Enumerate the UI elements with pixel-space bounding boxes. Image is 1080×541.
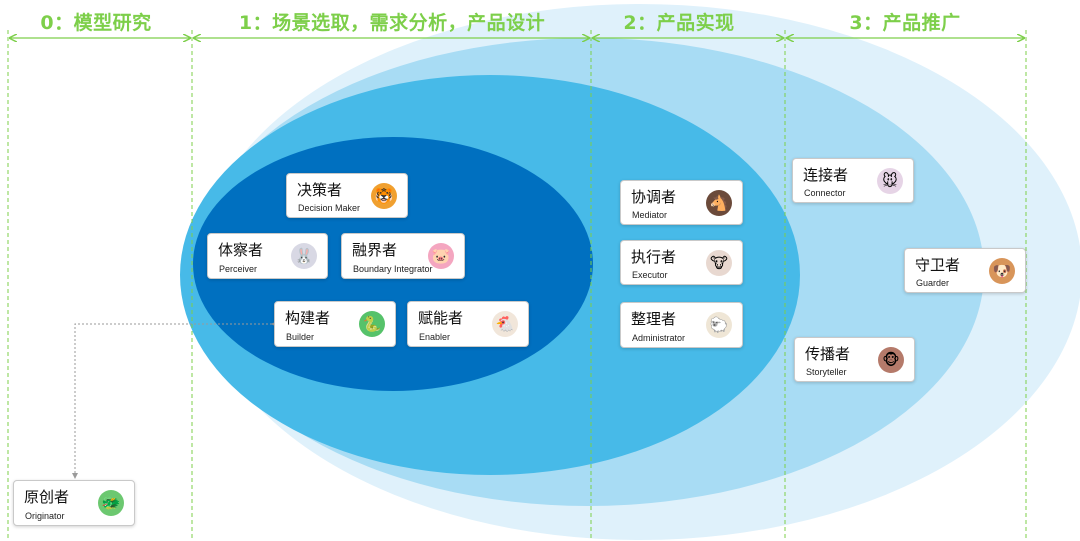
role-card-builder[interactable]: 构建者 Builder 🐍	[274, 301, 396, 347]
role-name-en: Originator	[25, 511, 65, 521]
role-name-en: Enabler	[419, 332, 451, 342]
sheep-icon: 🐑	[706, 312, 732, 338]
role-card-originator[interactable]: 原创者 Originator 🐲	[13, 480, 135, 526]
snake-icon: 🐍	[359, 311, 385, 337]
pig-icon: 🐷	[428, 243, 454, 269]
role-card-administrator[interactable]: 整理者 Administrator 🐑	[620, 302, 743, 348]
role-card-decision-maker[interactable]: 决策者 Decision Maker 🐯	[286, 173, 408, 218]
role-name-cn: 原创者	[24, 488, 70, 506]
role-name-cn: 整理者	[631, 310, 677, 328]
rooster-icon: 🐔	[492, 311, 518, 337]
role-card-storyteller[interactable]: 传播者 Storyteller 🐵	[794, 337, 915, 382]
role-name-cn: 连接者	[803, 166, 849, 184]
monkey-icon: 🐵	[878, 346, 904, 373]
role-name-en: Guarder	[916, 278, 950, 288]
role-card-connector[interactable]: 连接者 Connector 🐭	[792, 158, 914, 203]
dragon-icon: 🐲	[98, 490, 124, 516]
role-name-cn: 决策者	[297, 181, 343, 199]
rabbit-icon: 🐰	[291, 243, 317, 269]
phase-title-1: 1：场景选取，需求分析，产品设计	[238, 12, 546, 34]
role-name-cn: 守卫者	[915, 256, 961, 274]
role-name-cn: 协调者	[631, 188, 677, 206]
role-name-en: Administrator	[632, 333, 686, 343]
dog-icon: 🐶	[989, 257, 1015, 284]
role-name-cn: 体察者	[218, 241, 264, 259]
role-name-en: Mediator	[632, 210, 668, 220]
cow-icon: 🐮	[706, 249, 732, 276]
tiger-icon: 🐯	[371, 182, 397, 209]
role-card-boundary-integrator[interactable]: 融界者 Boundary Integrator 🐷	[341, 233, 465, 279]
role-name-en: Perceiver	[219, 264, 258, 274]
role-name-en: Connector	[804, 188, 846, 198]
role-name-cn: 构建者	[285, 309, 331, 327]
phase-title-2: 2：产品实现	[623, 12, 735, 34]
phase-title-0: 0：模型研究	[40, 12, 152, 34]
role-name-en: Builder	[286, 332, 315, 342]
role-name-en: Executor	[632, 270, 668, 280]
role-name-cn: 赋能者	[418, 309, 464, 327]
role-name-en: Decision Maker	[298, 203, 361, 213]
horse-icon: 🐴	[706, 189, 732, 216]
role-card-mediator[interactable]: 协调者 Mediator 🐴	[620, 180, 743, 225]
role-card-executor[interactable]: 执行者 Executor 🐮	[620, 240, 743, 285]
role-name-cn: 融界者	[352, 241, 398, 259]
role-name-cn: 执行者	[631, 248, 677, 266]
role-name-cn: 传播者	[805, 345, 851, 363]
role-card-guarder[interactable]: 守卫者 Guarder 🐶	[904, 248, 1026, 293]
role-name-en: Storyteller	[806, 367, 847, 377]
originator-builder-connector	[72, 321, 277, 479]
phase-title-3: 3：产品推广	[849, 12, 961, 34]
role-card-perceiver[interactable]: 体察者 Perceiver 🐰	[207, 233, 328, 279]
mouse-icon: 🐭	[877, 167, 903, 194]
role-card-enabler[interactable]: 赋能者 Enabler 🐔	[407, 301, 529, 347]
role-name-en: Boundary Integrator	[353, 264, 433, 274]
